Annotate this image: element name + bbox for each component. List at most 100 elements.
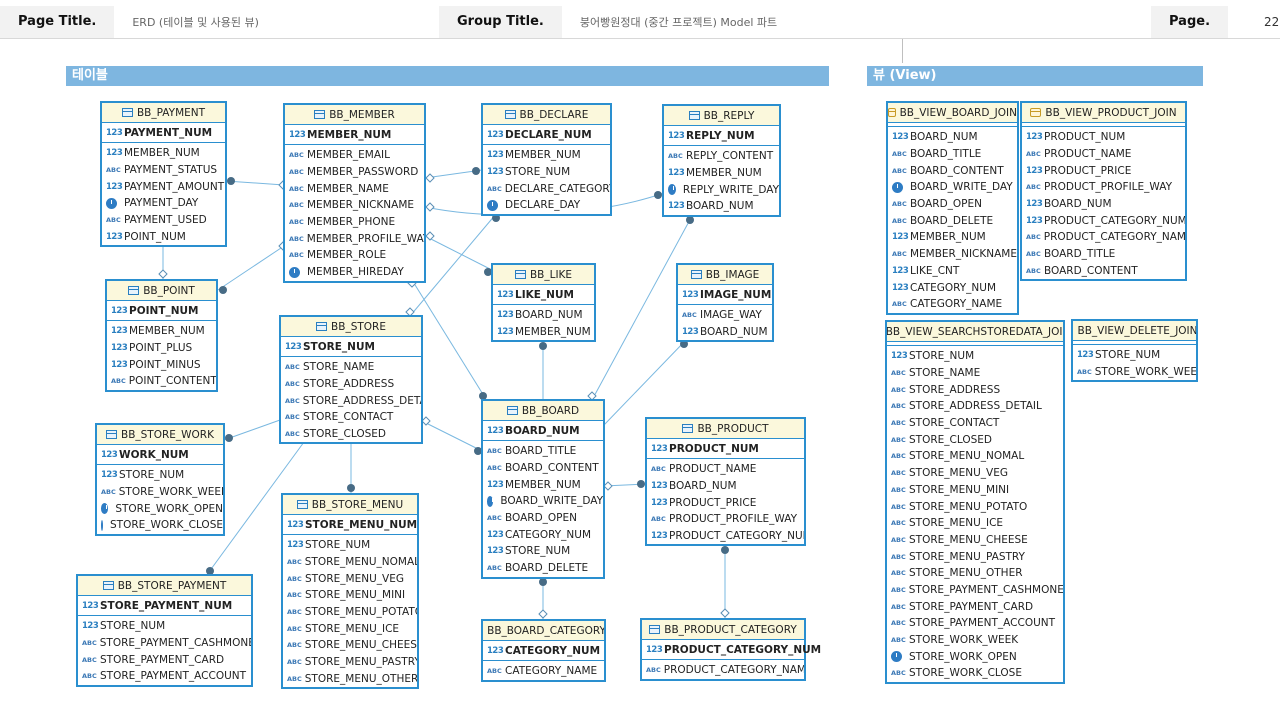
column-name: BOARD_OPEN — [910, 198, 982, 211]
number-type-icon: 123 — [287, 540, 304, 551]
number-type-icon: 123 — [646, 644, 663, 655]
text-type-icon: ABC — [285, 380, 300, 389]
column-name: BOARD_NUM — [700, 326, 768, 339]
column-name: MEMBER_PASSWORD — [307, 166, 419, 179]
column-name: STORE_MENU_ICE — [909, 517, 1004, 530]
entity-title-text: BB_DECLARE — [519, 108, 589, 121]
column-name: STORE_NAME — [303, 361, 375, 374]
column-name: STORE_NUM — [505, 545, 571, 558]
number-type-icon: 123 — [101, 470, 118, 481]
number-type-icon: 123 — [1026, 132, 1043, 143]
clock-icon — [668, 184, 676, 196]
text-type-icon: ABC — [289, 251, 304, 260]
column-name: PRODUCT_PRICE — [1044, 164, 1132, 177]
column-name: STORE_MENU_NOMAL — [304, 556, 417, 569]
column-name: REPLY_WRITE_DAY — [682, 183, 779, 196]
column-row: STORE_WORK_CLOSE — [97, 517, 223, 534]
rel-member-board — [411, 279, 485, 397]
primary-key-name: BOARD_NUM — [505, 424, 580, 437]
text-type-icon: ABC — [289, 151, 304, 160]
text-type-icon: ABC — [287, 641, 302, 650]
number-type-icon: 123 — [82, 621, 99, 632]
table-icon — [128, 286, 140, 295]
rel-member-point — [217, 245, 285, 291]
column-name: STORE_WORK_WEEK — [1094, 366, 1196, 379]
number-type-icon: 123 — [82, 600, 99, 611]
entity-title: BB_LIKE — [493, 265, 594, 285]
text-type-icon: ABC — [289, 184, 304, 193]
number-type-icon: 123 — [487, 645, 504, 656]
text-type-icon: ABC — [487, 447, 502, 456]
section-bar-views: 뷰 (View) — [867, 66, 1203, 86]
text-type-icon: ABC — [285, 363, 300, 372]
entity-title-text: BB_PRODUCT — [697, 422, 769, 435]
number-type-icon: 123 — [1026, 199, 1043, 210]
number-type-icon: 123 — [287, 519, 304, 530]
page-title-label: Page Title. — [0, 6, 115, 38]
text-type-icon: ABC — [892, 216, 907, 225]
text-type-icon: ABC — [1026, 250, 1041, 259]
text-type-icon: ABC — [1026, 266, 1041, 275]
entity-title: BB_VIEW_PRODUCT_JOIN — [1022, 103, 1185, 123]
column-name: BOARD_CONTENT — [505, 462, 599, 475]
number-type-icon: 123 — [101, 449, 118, 460]
column-name: PRODUCT_NAME — [669, 463, 757, 476]
column-name: STORE_MENU_POTATO — [304, 606, 417, 619]
column-name: STORE_PAYMENT_CASHMONEY — [908, 583, 1063, 596]
entity-title: BB_STORE — [281, 317, 421, 337]
column-name: CATEGORY_NUM — [910, 281, 997, 294]
number-type-icon: 123 — [106, 127, 123, 138]
number-type-icon: 123 — [891, 351, 908, 362]
column-name: POINT_CONTENT — [128, 375, 216, 388]
text-type-icon: ABC — [892, 200, 907, 209]
primary-key-name: PRODUCT_CATEGORY_NUM — [664, 643, 822, 656]
column-name: DECLARE_DAY — [505, 199, 581, 212]
